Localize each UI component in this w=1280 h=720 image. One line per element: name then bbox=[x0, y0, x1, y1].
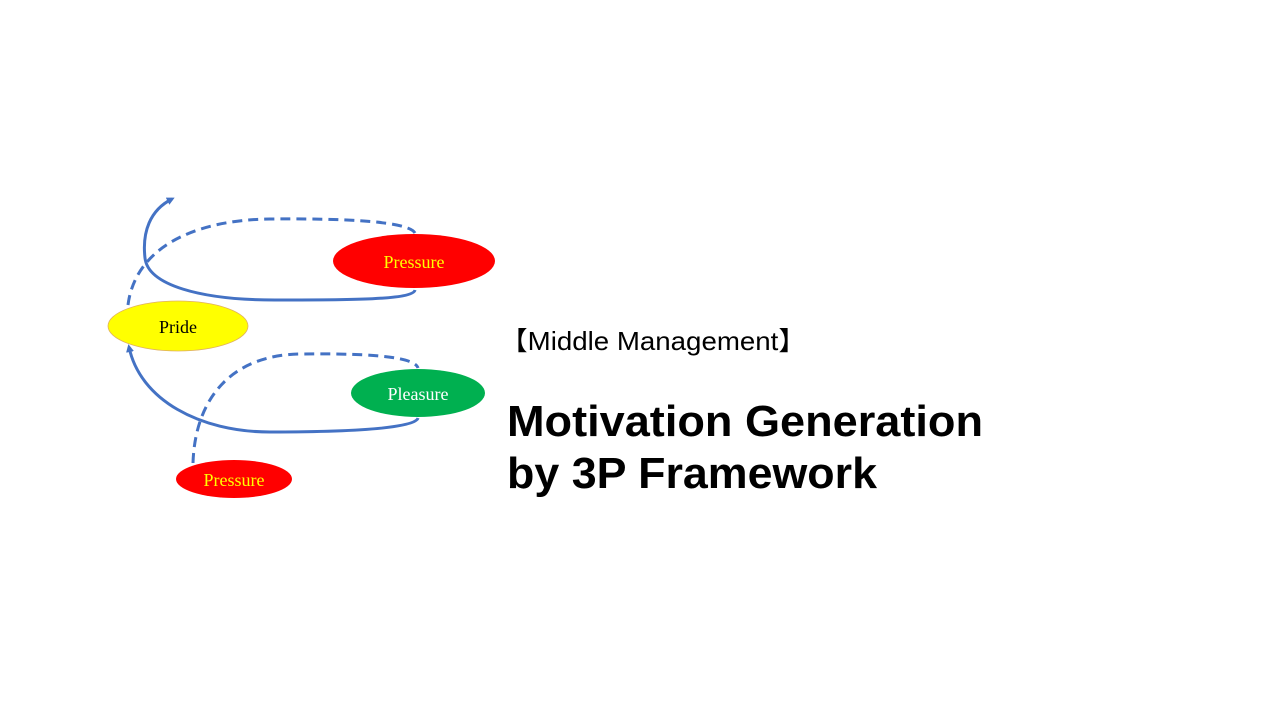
solid-edge-pressure-upward bbox=[142, 197, 417, 302]
node-pressure-top: Pressure bbox=[333, 234, 495, 288]
node-pressure-bottom: Pressure bbox=[176, 460, 292, 498]
node-pleasure: Pleasure bbox=[351, 369, 485, 417]
title-line-2: by 3P Framework bbox=[507, 449, 878, 498]
node-label: Pleasure bbox=[388, 384, 449, 404]
subtitle: 【Middle Management】 bbox=[500, 326, 806, 356]
dashed-edge-pride-to-pressure bbox=[126, 217, 417, 306]
node-label: Pressure bbox=[384, 252, 445, 272]
node-label: Pride bbox=[159, 317, 197, 337]
node-label: Pressure bbox=[204, 470, 265, 490]
dashed-edge-pressure-to-pleasure bbox=[191, 352, 420, 464]
solid-edge-pleasure-to-pride bbox=[126, 344, 420, 434]
title-line-1: Motivation Generation bbox=[507, 397, 983, 446]
node-pride: Pride bbox=[107, 300, 249, 352]
